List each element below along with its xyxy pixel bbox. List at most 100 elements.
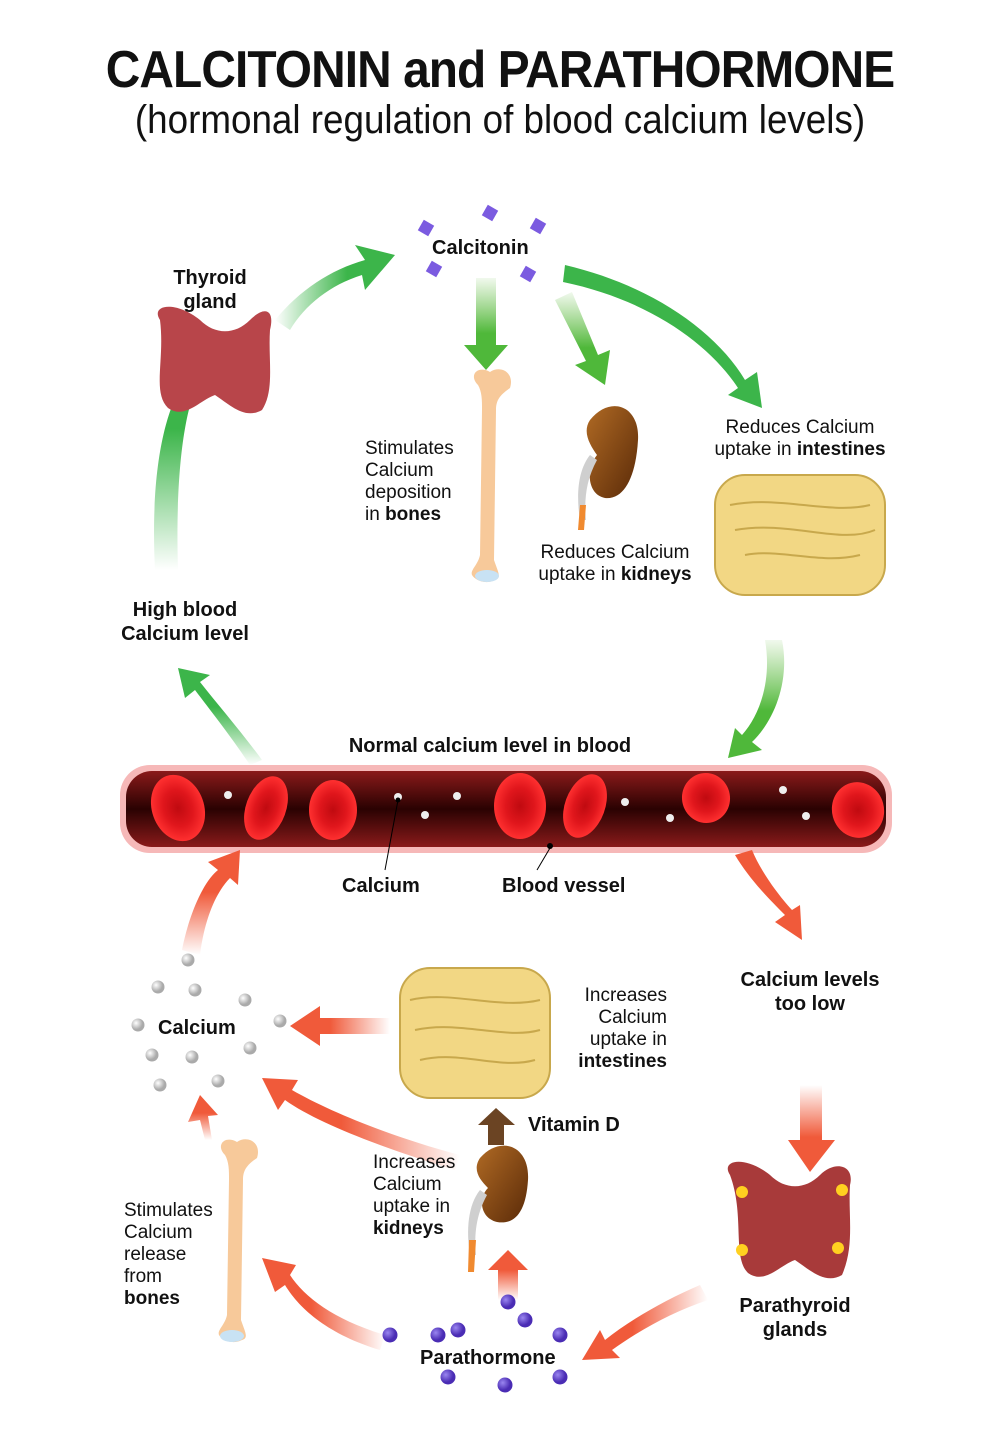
high-calcium-label: High blood Calcium level <box>105 598 265 646</box>
diagram-subtitle: (hormonal regulation of blood calcium le… <box>134 98 866 142</box>
calcium-ball-icon <box>273 1014 287 1028</box>
parathormone-molecules-icon <box>382 1294 568 1393</box>
blood-vessel-pointer-label: Blood vessel <box>502 875 626 897</box>
calcium-ball-icon <box>211 1074 225 1088</box>
calcium-particle-icon <box>666 814 674 822</box>
thyroid-gland-icon <box>157 306 272 414</box>
label-line: Calcium <box>598 1007 667 1028</box>
arrow-intestines-to-vessel <box>728 640 785 758</box>
label-line: in <box>365 504 386 525</box>
parathormone-molecule-icon <box>440 1369 456 1385</box>
parathormone-molecule-icon <box>430 1327 446 1343</box>
label-bold: intestines <box>796 439 886 460</box>
thyroid-gland-label: Thyroid gland <box>150 266 270 314</box>
normal-calcium-label: Normal calcium level in blood <box>348 735 632 757</box>
parathormone-molecule-icon <box>497 1377 513 1393</box>
label-line: glands <box>762 1319 828 1341</box>
intestines-icon <box>714 474 886 596</box>
label-bold: kidneys <box>620 564 692 585</box>
arrow-thyroid-to-calcitonin <box>275 245 395 330</box>
arrow-bone-to-calcium <box>188 1095 218 1140</box>
label-bold: bones <box>385 504 442 525</box>
calcium-particle-icon <box>421 811 429 819</box>
red-blood-cell-icon <box>494 773 546 839</box>
label-line: from <box>124 1266 162 1287</box>
label-line: uptake in <box>373 1196 451 1217</box>
parathyroid-glands-icon <box>727 1161 851 1279</box>
label-line: Reduces Calcium <box>725 417 875 438</box>
intestines-bottom-icon <box>399 967 551 1099</box>
label-line: Calcium <box>365 460 434 481</box>
red-blood-cell-icon <box>309 780 357 840</box>
arrow-pth-to-bone <box>262 1258 385 1350</box>
calcium-cluster-label: Calcium <box>158 1017 236 1039</box>
arrow-high-to-thyroid <box>154 335 215 570</box>
label-line: Calcium <box>124 1222 193 1243</box>
calcitonin-molecules-icon <box>417 204 547 283</box>
calcium-ball-icon <box>131 1018 145 1032</box>
red-blood-cell-icon <box>681 773 731 823</box>
calcium-ball-icon <box>188 983 202 997</box>
arrow-pth-to-kidney <box>488 1250 528 1300</box>
parathormone-label: Parathormone <box>420 1347 556 1369</box>
intestines-increase-label: Increases Calcium uptake in intestines <box>560 985 667 1073</box>
parathormone-molecule-icon <box>552 1369 568 1385</box>
label-line: release <box>124 1244 187 1265</box>
calcium-ball-icon <box>185 1050 199 1064</box>
kidneys-increase-label: Increases Calcium uptake in kidneys <box>373 1152 473 1240</box>
kidneys-reduce-label: Reduces Calcium uptake in kidneys <box>525 542 705 586</box>
calcium-low-label: Calcium levels too low <box>720 968 900 1016</box>
label-line: Calcium <box>373 1174 442 1195</box>
calcium-particle-icon <box>779 786 787 794</box>
red-blood-cell-icon <box>563 774 607 838</box>
label-bold: intestines <box>578 1051 667 1072</box>
bones-release-label: Stimulates Calcium release from bones <box>124 1200 224 1310</box>
kidney-bottom-icon <box>468 1145 529 1272</box>
arrow-kidney-to-calcium <box>262 1078 460 1170</box>
red-blood-cell-icon <box>831 782 885 838</box>
label-line: Stimulates <box>365 438 454 459</box>
parathyroid-glands-label: Parathyroid glands <box>720 1294 870 1342</box>
label-line: Increases <box>373 1152 456 1173</box>
label-line: Calcium level <box>121 623 249 645</box>
arrow-calcitonin-to-kidney <box>555 292 610 385</box>
thyroid-label-line: gland <box>183 291 237 313</box>
diagram-title: CALCITONIN and PARATHORMONE <box>105 41 895 99</box>
label-line: too low <box>775 993 845 1015</box>
arrow-parathyroid-to-pth <box>582 1285 708 1360</box>
calcium-particle-icon <box>453 792 461 800</box>
calcium-particle-icon <box>224 791 232 799</box>
arrow-calcitonin-to-intestines <box>563 265 762 408</box>
label-line: deposition <box>365 482 452 503</box>
label-line: uptake in <box>538 564 621 585</box>
bones-deposition-label: Stimulates Calcium deposition in bones <box>365 438 475 526</box>
calcitonin-label: Calcitonin <box>432 237 529 259</box>
kidney-icon <box>578 406 639 530</box>
label-bold: bones <box>124 1288 180 1309</box>
arrow-vessel-to-low <box>735 850 802 940</box>
label-bold: kidneys <box>373 1218 444 1239</box>
label-line: uptake in <box>714 439 797 460</box>
parathormone-molecule-icon <box>552 1327 568 1343</box>
red-blood-cell-icon <box>150 774 206 842</box>
thyroid-label-line: Thyroid <box>173 267 247 289</box>
intestines-reduce-label: Reduces Calcium uptake in intestines <box>705 417 895 461</box>
label-line: High blood <box>132 599 238 621</box>
calcium-particle-icon <box>802 812 810 820</box>
bone-bottom-icon <box>218 1139 258 1343</box>
parathormone-molecule-icon <box>450 1322 466 1338</box>
bone-icon <box>471 369 511 583</box>
parathormone-molecule-icon <box>517 1312 533 1328</box>
calcium-ball-icon <box>151 980 165 994</box>
arrow-calcium-to-vessel <box>182 850 240 955</box>
calcium-particles-icon <box>131 953 287 1092</box>
arrow-low-to-parathyroid <box>788 1085 835 1172</box>
arrow-intestines-to-calcium <box>290 1006 390 1046</box>
parathormone-molecule-icon <box>382 1327 398 1343</box>
calcium-ball-icon <box>145 1048 159 1062</box>
label-line: Increases <box>584 985 667 1006</box>
calcium-particle-icon <box>621 798 629 806</box>
label-line: Stimulates <box>124 1200 213 1221</box>
calcium-ball-icon <box>181 953 195 967</box>
